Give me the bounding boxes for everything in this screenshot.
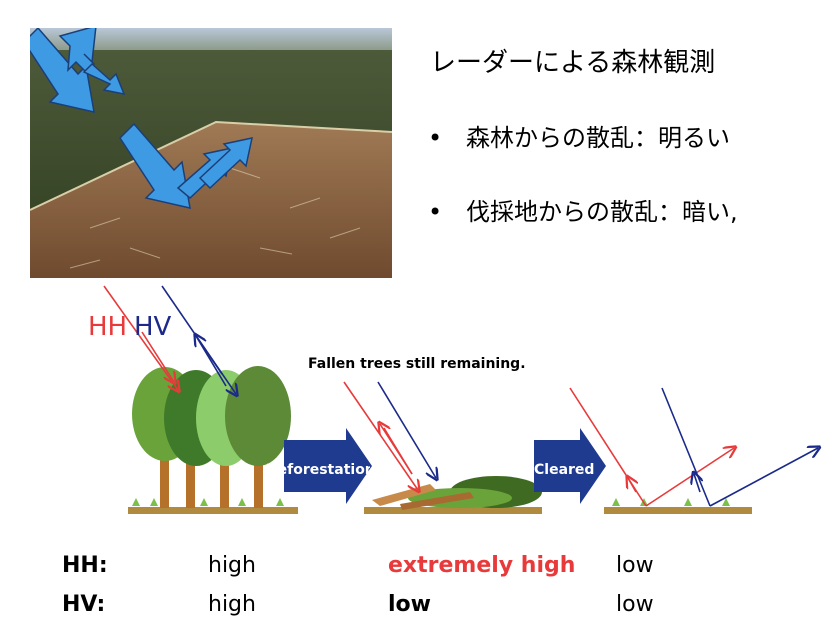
cleared-arrow: [534, 428, 606, 504]
row-label-hh: HH:: [62, 553, 108, 578]
bullet-clearing: • 伐採地からの散乱：暗い,: [428, 192, 738, 227]
deforestation-photo: [30, 28, 392, 278]
forest-scene: [103, 285, 298, 514]
deforestation-arrow-label: Deforestation: [266, 462, 370, 478]
hv-fallen-value: low: [388, 592, 431, 617]
row-label-hv: HV:: [62, 592, 106, 617]
fallen-trees-scene: [343, 381, 542, 514]
label-hh: HH: [88, 312, 128, 342]
hh-cleared-value: low: [616, 553, 654, 578]
hh-forest-value: high: [208, 553, 256, 578]
hv-cleared-value: low: [616, 592, 654, 617]
scattering-diagram: [103, 285, 840, 514]
deforestation-arrow: [284, 428, 372, 504]
label-hv: HV: [134, 312, 172, 342]
bullet-symbol: •: [428, 198, 443, 226]
hv-forest-value: high: [208, 592, 256, 617]
photo-illustration: [30, 28, 392, 278]
hh-fallen-value: extremely high: [388, 553, 576, 578]
bullet-symbol: •: [428, 124, 443, 152]
slide-title: レーダーによる森林観測: [430, 48, 716, 78]
fallen-trees-caption: Fallen trees still remaining.: [308, 356, 526, 372]
cleared-scene: [569, 387, 818, 514]
bullet-clearing-text: 伐採地からの散乱：暗い,: [466, 198, 738, 226]
cleared-arrow-label: Cleared: [534, 462, 595, 478]
bullet-forest: • 森林からの散乱：明るい: [428, 118, 730, 153]
bullet-forest-text: 森林からの散乱：明るい: [466, 124, 730, 152]
